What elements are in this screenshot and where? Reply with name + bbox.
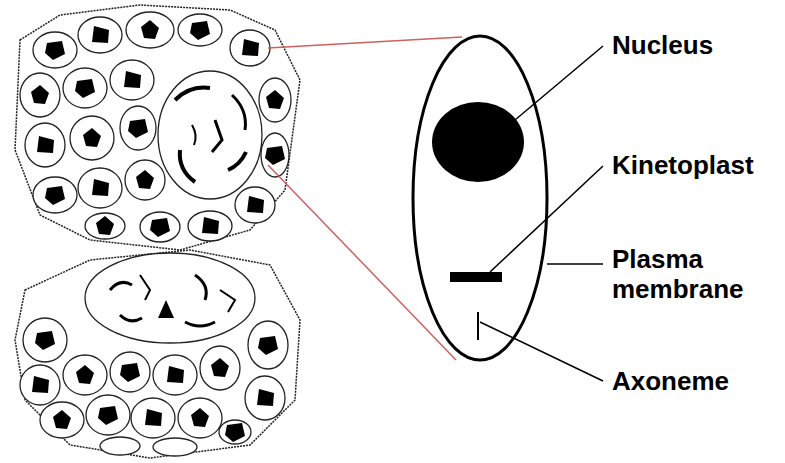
part-label: Axoneme [612, 366, 782, 396]
leader-line [480, 322, 603, 381]
tissue-outline [15, 250, 300, 458]
plasma-membrane-outline [413, 36, 547, 360]
zoom-line [268, 37, 462, 48]
leader-line [515, 46, 603, 120]
host-cells [20, 12, 291, 242]
part-label: Plasma membrane [612, 244, 752, 304]
tissue-outline [15, 5, 300, 250]
leader-line [547, 263, 603, 265]
nucleus-shape [432, 102, 524, 182]
leader-line [490, 166, 603, 272]
host-cells [20, 253, 288, 456]
part-label: Nucleus [612, 30, 782, 60]
part-label: Kinetoplast [612, 150, 782, 180]
axoneme-line [477, 312, 479, 340]
kinetoplast-bar [450, 272, 502, 282]
